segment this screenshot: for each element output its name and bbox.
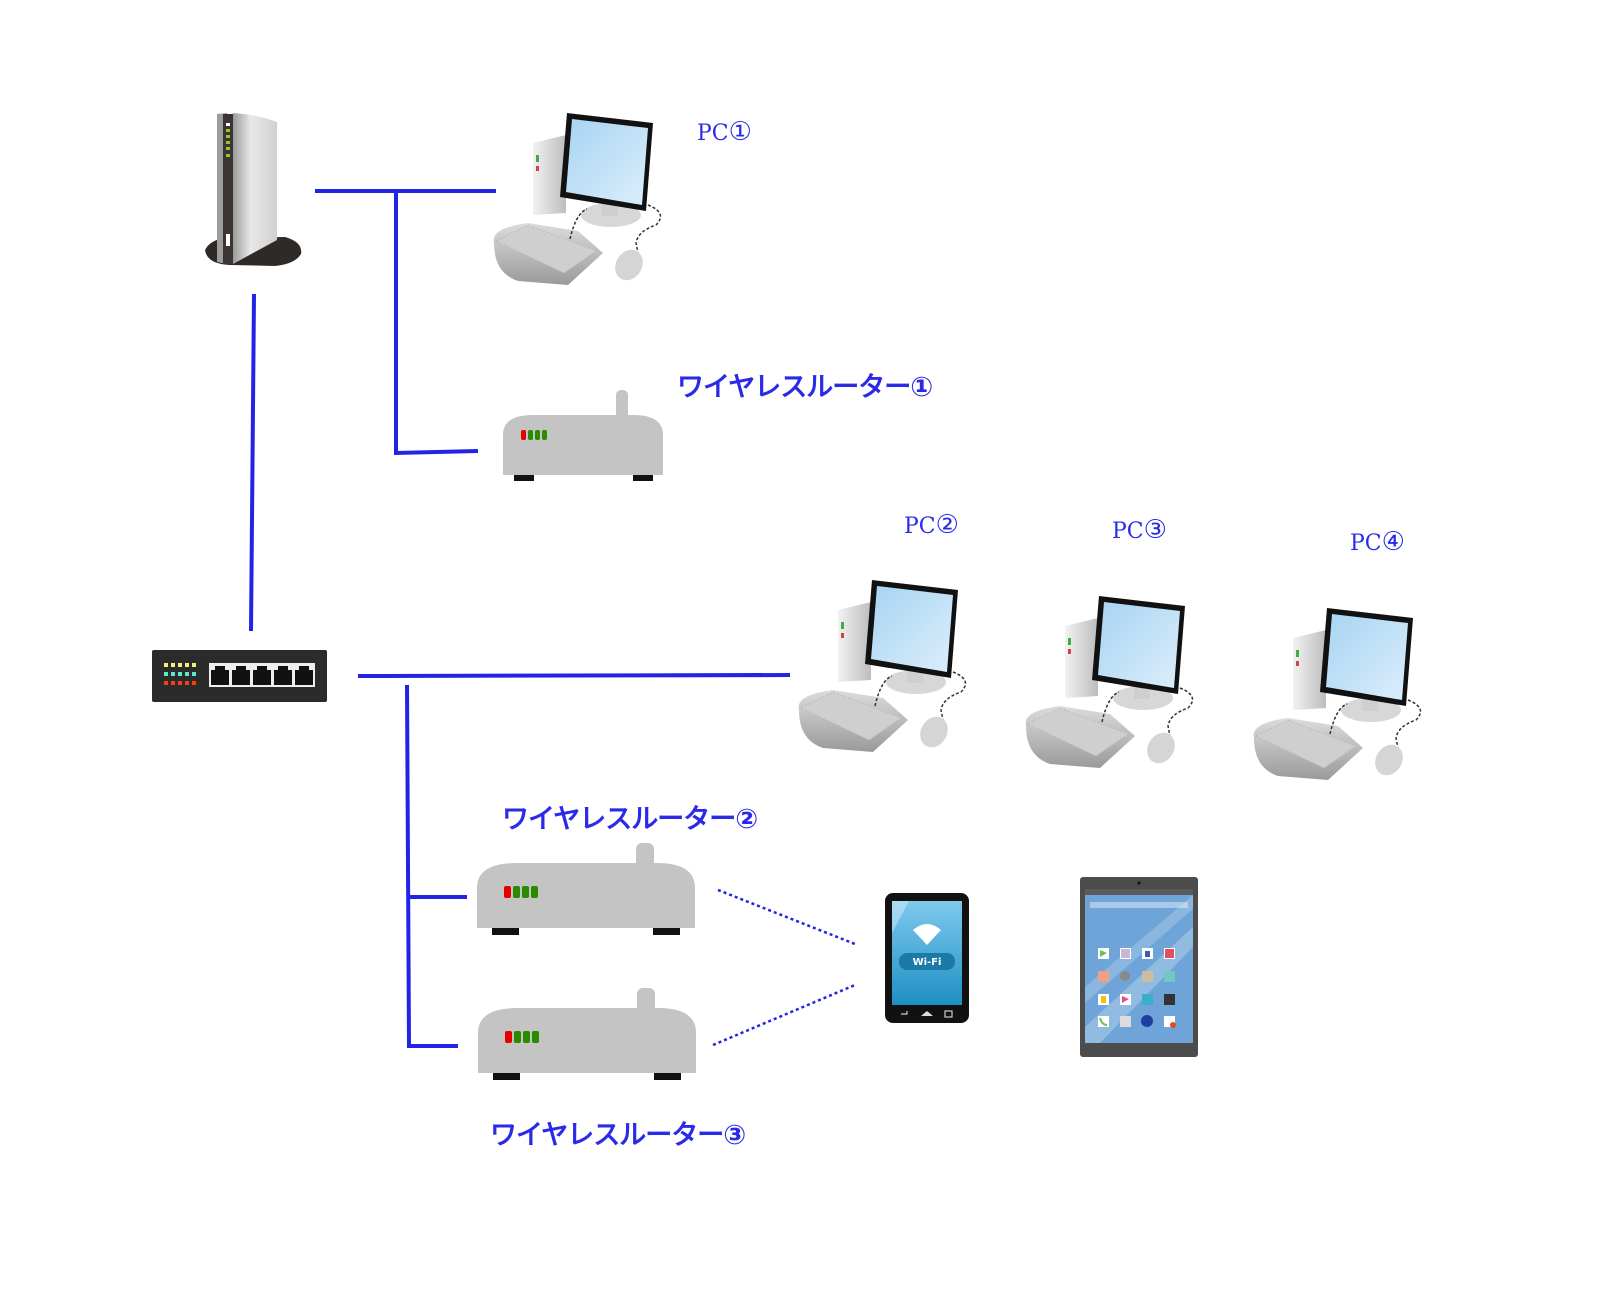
pc-1[interactable] [488, 113, 683, 291]
wireless-router-3[interactable] [478, 988, 698, 1086]
smartphone-icon: Wi-Fi [885, 893, 969, 1023]
desktop-pc-icon [1025, 596, 1194, 768]
wireless-router-1[interactable] [503, 390, 665, 482]
wireless-router-2[interactable] [477, 843, 697, 941]
desktop-pc-icon [798, 580, 967, 752]
modem[interactable] [205, 112, 305, 272]
pc-1-label: PC① [697, 117, 752, 147]
modem-icon [205, 113, 302, 266]
pc-3[interactable] [1020, 596, 1215, 774]
wireless-router-2-label: ワイヤレスルーター② [502, 804, 758, 835]
wifi-text: Wi-Fi [913, 957, 942, 968]
wireless-router-1-label: ワイヤレスルーター① [677, 372, 933, 403]
wire-modem-switch [249, 293, 256, 632]
wireless-router-icon [478, 988, 696, 1080]
app-icons [1098, 948, 1176, 1028]
wireless-router-icon [477, 843, 695, 935]
switching-hub[interactable] [152, 650, 327, 702]
wireless-router-icon [503, 390, 663, 481]
switching-hub-icon [152, 650, 327, 702]
pc-2[interactable] [793, 580, 988, 758]
wireless-wr3-smartphone [712, 983, 856, 1047]
pc-4[interactable] [1248, 608, 1443, 786]
desktop-pc-icon [493, 113, 662, 285]
desktop-pc-icon [1253, 608, 1422, 780]
pc-3-label: PC③ [1112, 515, 1167, 545]
smartphone[interactable]: Wi-Fi [885, 893, 969, 1023]
tablet[interactable] [1080, 877, 1198, 1057]
wire-modem-wr1 [394, 191, 479, 456]
wire-switch-pc2 [357, 673, 791, 678]
wireless-wr2-smartphone [717, 888, 856, 946]
wireless-router-3-label: ワイヤレスルーター③ [490, 1120, 746, 1151]
pc-2-label: PC② [904, 510, 959, 540]
tablet-icon [1080, 877, 1198, 1057]
wire-switch-wr2-wr3 [405, 684, 458, 1048]
pc-4-label: PC④ [1350, 527, 1405, 557]
wifi-icon [913, 924, 941, 945]
